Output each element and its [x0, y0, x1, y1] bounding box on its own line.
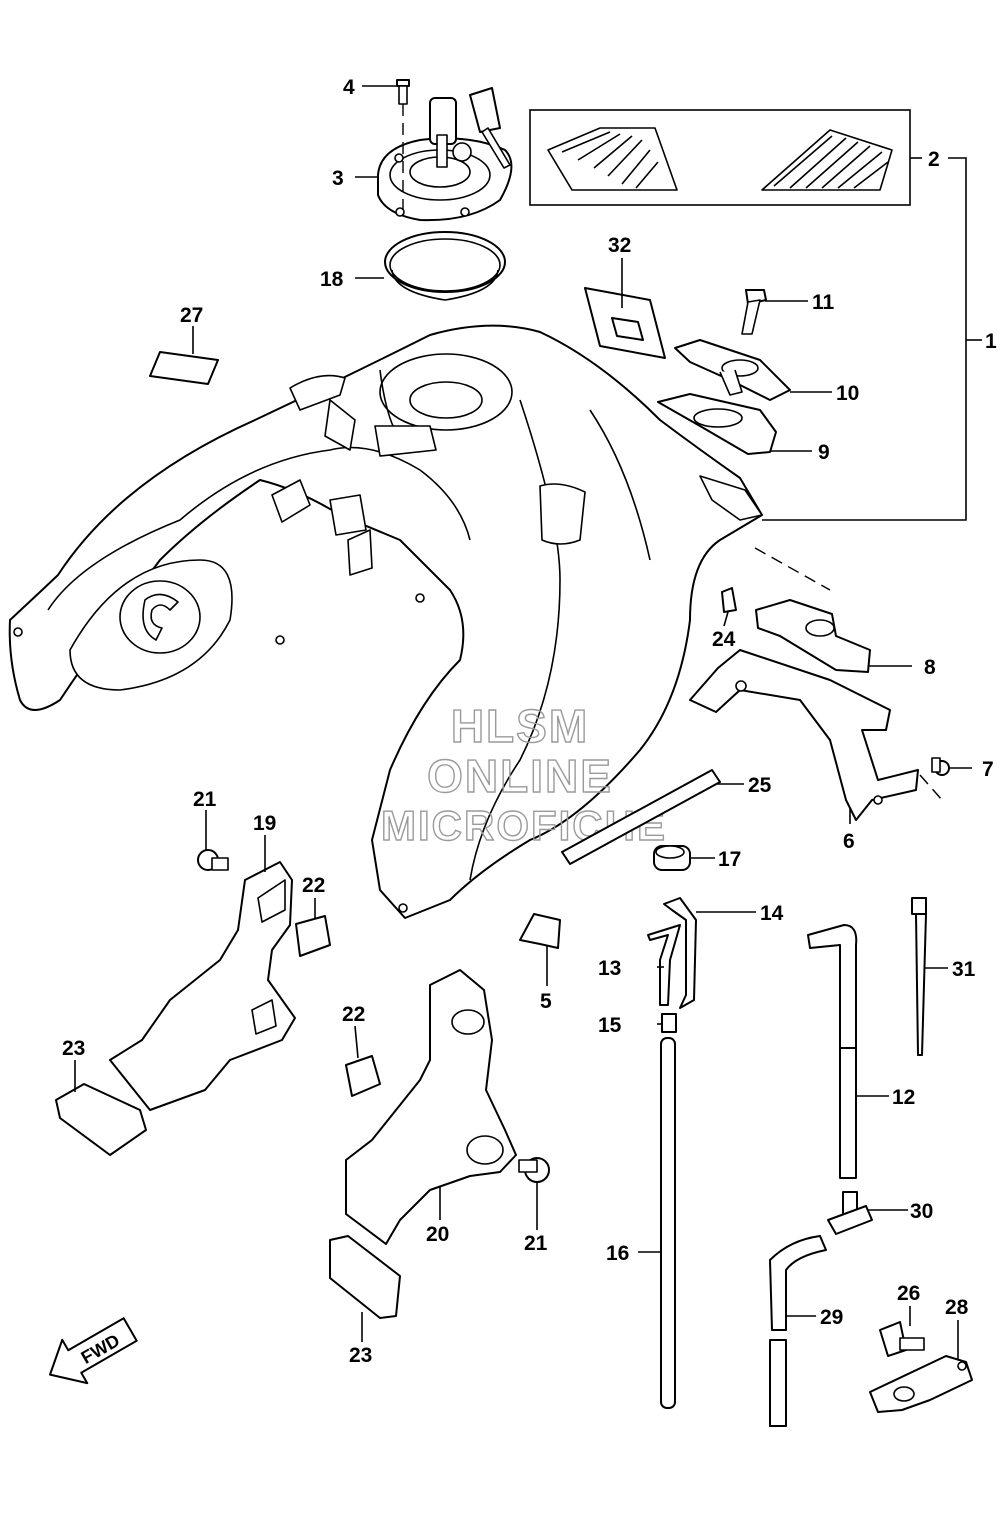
part-13-hose	[647, 924, 681, 1006]
part-25-strip	[561, 769, 721, 865]
part-21-bolt-left	[197, 849, 229, 871]
part-15-joint	[661, 1013, 677, 1033]
callout-1: 1	[985, 330, 997, 353]
part-1-leader-bracket	[762, 157, 982, 521]
part-32-label	[584, 287, 666, 359]
part-19-bracket	[109, 861, 296, 1111]
part-29-hose	[769, 1235, 827, 1427]
part-2-tank-pads	[529, 109, 922, 206]
part-22-nut-center	[345, 1055, 381, 1097]
fwd-direction-arrow: FWD	[49, 1317, 138, 1385]
part-30-t-joint	[827, 1191, 873, 1235]
callout-28: 28	[945, 1296, 969, 1319]
part-4-screw	[396, 79, 410, 210]
part-24-clip	[721, 587, 737, 613]
part-3-fuel-cap	[377, 87, 513, 222]
callout-4: 4	[343, 76, 355, 99]
callout-29: 29	[820, 1306, 843, 1329]
callout-24: 24	[712, 628, 736, 651]
callout-15: 15	[598, 1014, 622, 1037]
watermark-line-2: ONLINE	[427, 750, 613, 802]
part-8-cushion	[755, 599, 871, 673]
part-23-pad-center	[329, 1235, 401, 1319]
callout-30: 30	[910, 1200, 933, 1223]
part-21-bolt-center	[518, 1157, 550, 1183]
callout-8: 8	[924, 656, 936, 679]
callout-27: 27	[180, 304, 203, 327]
part-26-bolt	[879, 1321, 925, 1357]
callout-21-center: 21	[524, 1232, 548, 1255]
part-27-label	[149, 351, 219, 385]
callout-2: 2	[928, 148, 940, 171]
callout-25: 25	[748, 774, 772, 797]
part-14-hose	[663, 897, 697, 1009]
callout-7: 7	[982, 758, 994, 781]
callout-12: 12	[892, 1086, 915, 1109]
callout-23-center: 23	[349, 1344, 372, 1367]
leader-lines	[74, 85, 972, 1360]
callout-6: 6	[843, 830, 855, 853]
callout-16: 16	[606, 1242, 629, 1265]
watermark-line-1: HLSM	[451, 700, 589, 752]
callout-3: 3	[332, 167, 344, 190]
part-28-bracket	[869, 1355, 973, 1413]
callout-13: 13	[598, 957, 621, 980]
part-18-gasket-ring	[384, 231, 506, 301]
part-10-bracket	[674, 339, 791, 401]
callout-22-center: 22	[342, 1003, 365, 1026]
part-16-tube	[660, 1037, 676, 1409]
callout-11: 11	[812, 291, 835, 314]
callout-21-left: 21	[193, 788, 217, 811]
part-22-nut-left	[295, 915, 331, 957]
callout-17: 17	[718, 848, 741, 871]
part-23-pad-left	[55, 1083, 147, 1156]
part-17-collar	[653, 845, 691, 871]
part-7-screw	[931, 757, 950, 776]
part-6-bracket	[689, 649, 919, 821]
callout-18: 18	[320, 268, 344, 291]
callout-labels: 1 2 3 4 5 6 7 8 9 10 11 12 13 14 15 16 1…	[62, 76, 997, 1367]
part-11-bolt	[741, 289, 767, 335]
callout-26: 26	[897, 1282, 920, 1305]
callout-20: 20	[426, 1223, 449, 1246]
callout-22-left: 22	[302, 874, 325, 897]
part-31-cable-tie	[911, 897, 927, 1056]
callout-23-left: 23	[62, 1037, 85, 1060]
callout-32: 32	[608, 234, 631, 257]
part-20-bracket	[345, 969, 517, 1245]
callout-19: 19	[253, 812, 276, 835]
callout-10: 10	[836, 382, 859, 405]
callout-31: 31	[952, 958, 976, 981]
callout-9: 9	[818, 441, 830, 464]
part-12-hose	[807, 924, 858, 1179]
part-5-clip	[519, 913, 561, 949]
part-9-plate	[657, 393, 777, 455]
part-1-fuel-tank	[8, 324, 763, 919]
callout-14: 14	[760, 902, 784, 925]
callout-5: 5	[540, 990, 552, 1013]
